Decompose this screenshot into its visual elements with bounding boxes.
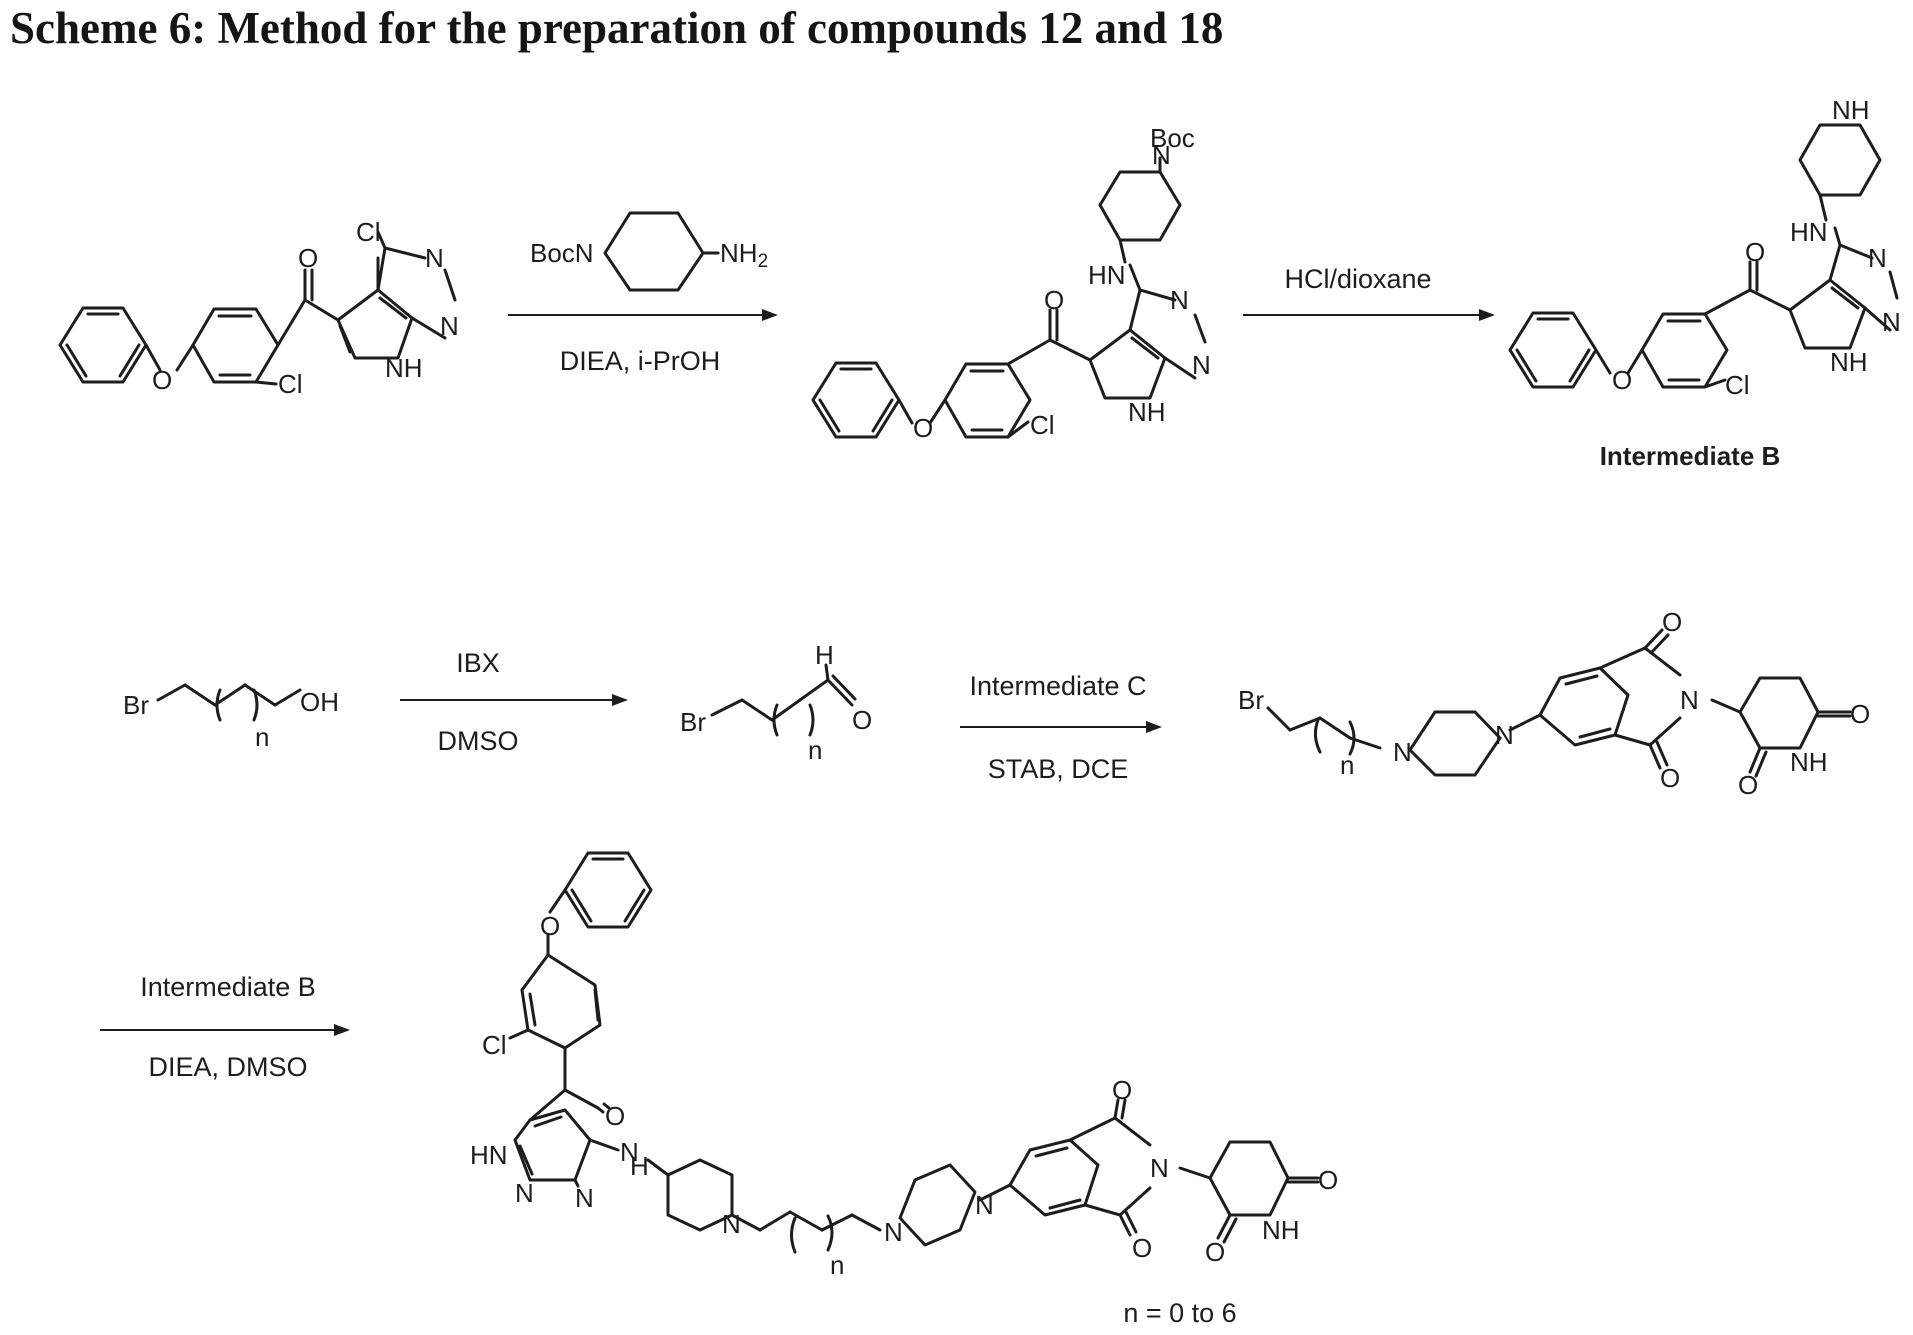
nitrogen-label: N (1882, 307, 1901, 337)
glutarimide-nh-label: NH (1790, 747, 1828, 777)
imide-n-label: N (1680, 685, 1699, 715)
amine-hn-label: HN (1088, 260, 1126, 290)
boc-label: Boc (1150, 123, 1195, 153)
pyrrole-nh-label: NH (1128, 397, 1166, 427)
piperazine-n-label: N (1495, 720, 1514, 750)
pyrrole-nh-label: NH (1830, 347, 1868, 377)
imide-n-label: N (1150, 1153, 1169, 1183)
reaction-arrow-1 (508, 309, 778, 321)
reaction-arrow-5 (100, 1024, 350, 1036)
bromo-label: Br (680, 707, 706, 737)
reaction-1-conditions: DIEA, i-PrOH (560, 346, 721, 376)
carbonyl-oxygen-label: O (298, 243, 318, 273)
amine-label: NH2 (720, 238, 768, 272)
amine-hn-label: HN (1790, 217, 1828, 247)
bromo-label: Br (1238, 685, 1264, 715)
bromo-alcohol-structure (158, 685, 300, 720)
reaction-4-conditions: STAB, DCE (988, 754, 1129, 784)
reaction-3-conditions: DMSO (438, 726, 519, 756)
chloro-label: Cl (278, 369, 303, 399)
piperidine-nh-label: NH (1832, 95, 1870, 125)
aldehyde-h-label: H (815, 640, 834, 670)
boc-product-structure (813, 158, 1205, 437)
nitrogen-label: N (1868, 243, 1887, 273)
n-range-note: n = 0 to 6 (1123, 1298, 1236, 1328)
carbonyl-oxygen-label: O (605, 1101, 625, 1131)
piperidine-n-label: N (722, 1209, 741, 1239)
nitrogen-label: N (440, 311, 459, 341)
pyrrole-hn-label: HN (470, 1140, 508, 1170)
nitrogen-label: N (1192, 350, 1211, 380)
nitrogen-label: N (575, 1183, 594, 1213)
reaction-arrow-3 (400, 694, 628, 706)
final-product-structure (510, 853, 1318, 1252)
glutarimide-oxygen-label: O (1738, 770, 1758, 800)
reaction-arrow-4 (960, 721, 1162, 733)
piperazine-n-label: N (1393, 737, 1412, 767)
glutarimide-oxygen-label: O (1205, 1237, 1225, 1267)
bromo-aldehyde-atoms: Br H O n (680, 640, 872, 765)
imide-oxygen-label: O (1132, 1233, 1152, 1263)
glutarimide-oxygen-label: O (1318, 1165, 1338, 1195)
aldehyde-oxygen-label: O (852, 705, 872, 735)
chloro-label: Cl (482, 1030, 507, 1060)
bromo-label: Br (123, 690, 149, 720)
bromo-aldehyde-structure (712, 665, 855, 735)
nitrogen-label: N (425, 243, 444, 273)
chloro-label: Cl (1725, 370, 1750, 400)
imide-oxygen-label: O (1660, 763, 1680, 793)
reaction-5-conditions: DIEA, DMSO (148, 1052, 307, 1082)
amine-h-label: H (630, 1151, 649, 1181)
reaction-2-reagent: HCl/dioxane (1284, 264, 1431, 294)
bromo-alcohol-atoms: Br OH n (123, 687, 339, 752)
chloro-label: Cl (1030, 410, 1055, 440)
starting-material-atoms: O Cl O Cl N N NH (152, 217, 459, 399)
intermediate-b-atoms: O Cl O HN N N NH NH (1612, 95, 1901, 400)
ether-oxygen-label: O (152, 365, 172, 395)
bromoalkyl-linker-atoms: Br n N N O N O O NH O (1238, 607, 1870, 800)
chloro-label: Cl (356, 217, 381, 247)
ether-oxygen-label: O (913, 413, 933, 443)
nitrogen-label: N (1170, 285, 1189, 315)
nitrogen-label: N (515, 1178, 534, 1208)
boc-product-atoms: O Cl O HN N N NH N Boc (913, 123, 1211, 443)
reaction-5-reagent: Intermediate B (140, 972, 316, 1002)
reagent-boc-aminopiperidine: BocN NH2 (530, 213, 768, 290)
glutarimide-nh-label: NH (1262, 1215, 1300, 1245)
imide-oxygen-label: O (1112, 1075, 1132, 1105)
pyrrole-nh-label: NH (385, 353, 423, 383)
bromoalkyl-linker-structure (1268, 630, 1850, 776)
boc-n-label: BocN (530, 238, 594, 268)
reaction-arrow-2 (1243, 309, 1495, 321)
imide-oxygen-label: O (1662, 607, 1682, 637)
carbonyl-oxygen-label: O (1044, 285, 1064, 315)
carbonyl-oxygen-label: O (1745, 237, 1765, 267)
piperazine-n-label: N (975, 1190, 994, 1220)
repeat-n-label: n (1340, 750, 1354, 780)
hydroxyl-label: OH (300, 687, 339, 717)
intermediate-b-caption: Intermediate B (1600, 441, 1781, 471)
reaction-3-reagent: IBX (456, 648, 500, 678)
piperazine-n-label: N (884, 1217, 903, 1247)
repeat-n-label: n (255, 722, 269, 752)
repeat-n-label: n (808, 735, 822, 765)
repeat-n-label: n (830, 1250, 844, 1280)
reaction-4-reagent: Intermediate C (969, 671, 1146, 701)
glutarimide-oxygen-label: O (1850, 699, 1870, 729)
ether-oxygen-label: O (540, 911, 560, 941)
ether-oxygen-label: O (1612, 365, 1632, 395)
